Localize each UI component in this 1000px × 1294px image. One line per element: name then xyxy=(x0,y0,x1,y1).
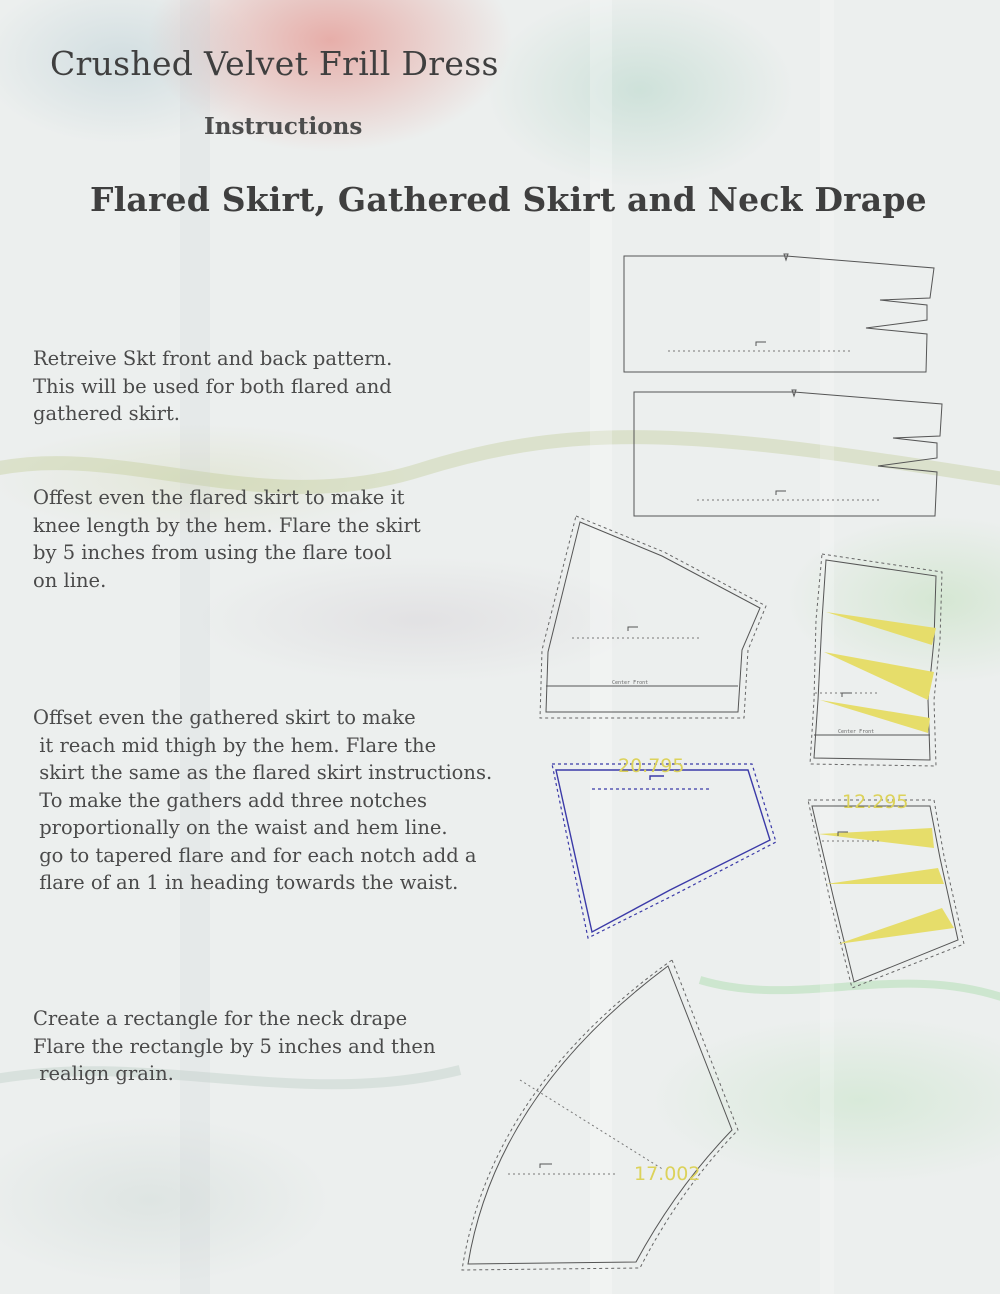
skirt-front-pattern xyxy=(623,253,935,373)
flare-wedge xyxy=(826,612,936,645)
skirt-back-pattern xyxy=(633,389,943,517)
section-heading: Flared Skirt, Gathered Skirt and Neck Dr… xyxy=(90,180,927,219)
instruction-retrieve-pattern: Retreive Skt front and back pattern. Thi… xyxy=(33,347,393,425)
gathered-skirt-measure: 20.795 xyxy=(618,755,684,777)
gathered-front-center-label: Center Front xyxy=(838,729,874,735)
flare-wedge xyxy=(824,652,934,700)
flare-wedge xyxy=(818,828,934,848)
flare-wedge xyxy=(820,700,930,733)
neck-drape-pattern: 17.002 xyxy=(461,959,739,1271)
neck-drape-measure: 17.002 xyxy=(634,1163,700,1185)
instruction-neck-drape: Create a rectangle for the neck drape Fl… xyxy=(33,1007,436,1085)
gathered-skirt-front: 20.795 xyxy=(551,755,777,939)
flare-wedge xyxy=(838,908,954,944)
instruction-gathered-skirt: Offset even the gathered skirt to make i… xyxy=(33,706,493,894)
gathered-skirt-back: 12.295 xyxy=(807,791,965,989)
flared-skirt-back: Center Front xyxy=(809,553,943,767)
instruction-flared-skirt: Offest even the flared skirt to make it … xyxy=(33,486,421,592)
flared-front-center-label: Center Front xyxy=(612,680,648,686)
page-subtitle: Instructions xyxy=(204,113,363,140)
flare-wedge xyxy=(826,868,944,884)
page-title: Crushed Velvet Frill Dress xyxy=(50,44,499,83)
gathered-back-measure: 12.295 xyxy=(842,791,908,813)
flared-skirt-front: Center Front xyxy=(539,515,767,719)
